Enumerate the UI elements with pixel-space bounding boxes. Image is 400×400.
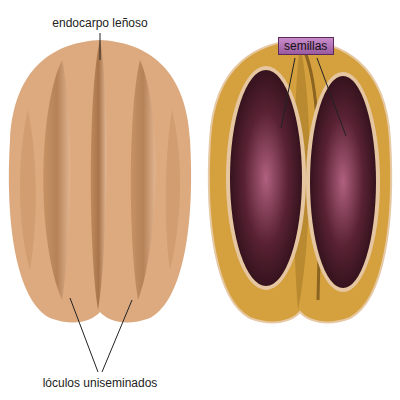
- seed: [230, 70, 302, 286]
- endocarp-ridge: [43, 60, 70, 300]
- part-label: lóculos uniseminados: [43, 376, 158, 390]
- leader-line: [70, 298, 98, 372]
- leader-line: [281, 58, 295, 128]
- endocarp-outline: [9, 40, 191, 322]
- leader-line: [100, 33, 101, 60]
- label-text: lóculos uniseminados: [43, 376, 158, 390]
- endocarp-ridge: [166, 110, 180, 270]
- endocarp-ridge: [91, 40, 107, 310]
- leader-line: [317, 58, 346, 136]
- label-box: semillas: [278, 37, 334, 55]
- box-text: semillas: [284, 39, 328, 53]
- seed: [310, 76, 376, 288]
- section-outline: [209, 40, 391, 322]
- endocarp-ridge: [131, 60, 156, 300]
- leader-line: [102, 300, 132, 372]
- endocarp-ridge: [20, 110, 36, 270]
- locule-lining: [306, 72, 380, 292]
- label-text: endocarpo leñoso: [52, 16, 147, 30]
- locule-lining: [226, 66, 306, 290]
- part-label: endocarpo leñoso: [52, 16, 147, 30]
